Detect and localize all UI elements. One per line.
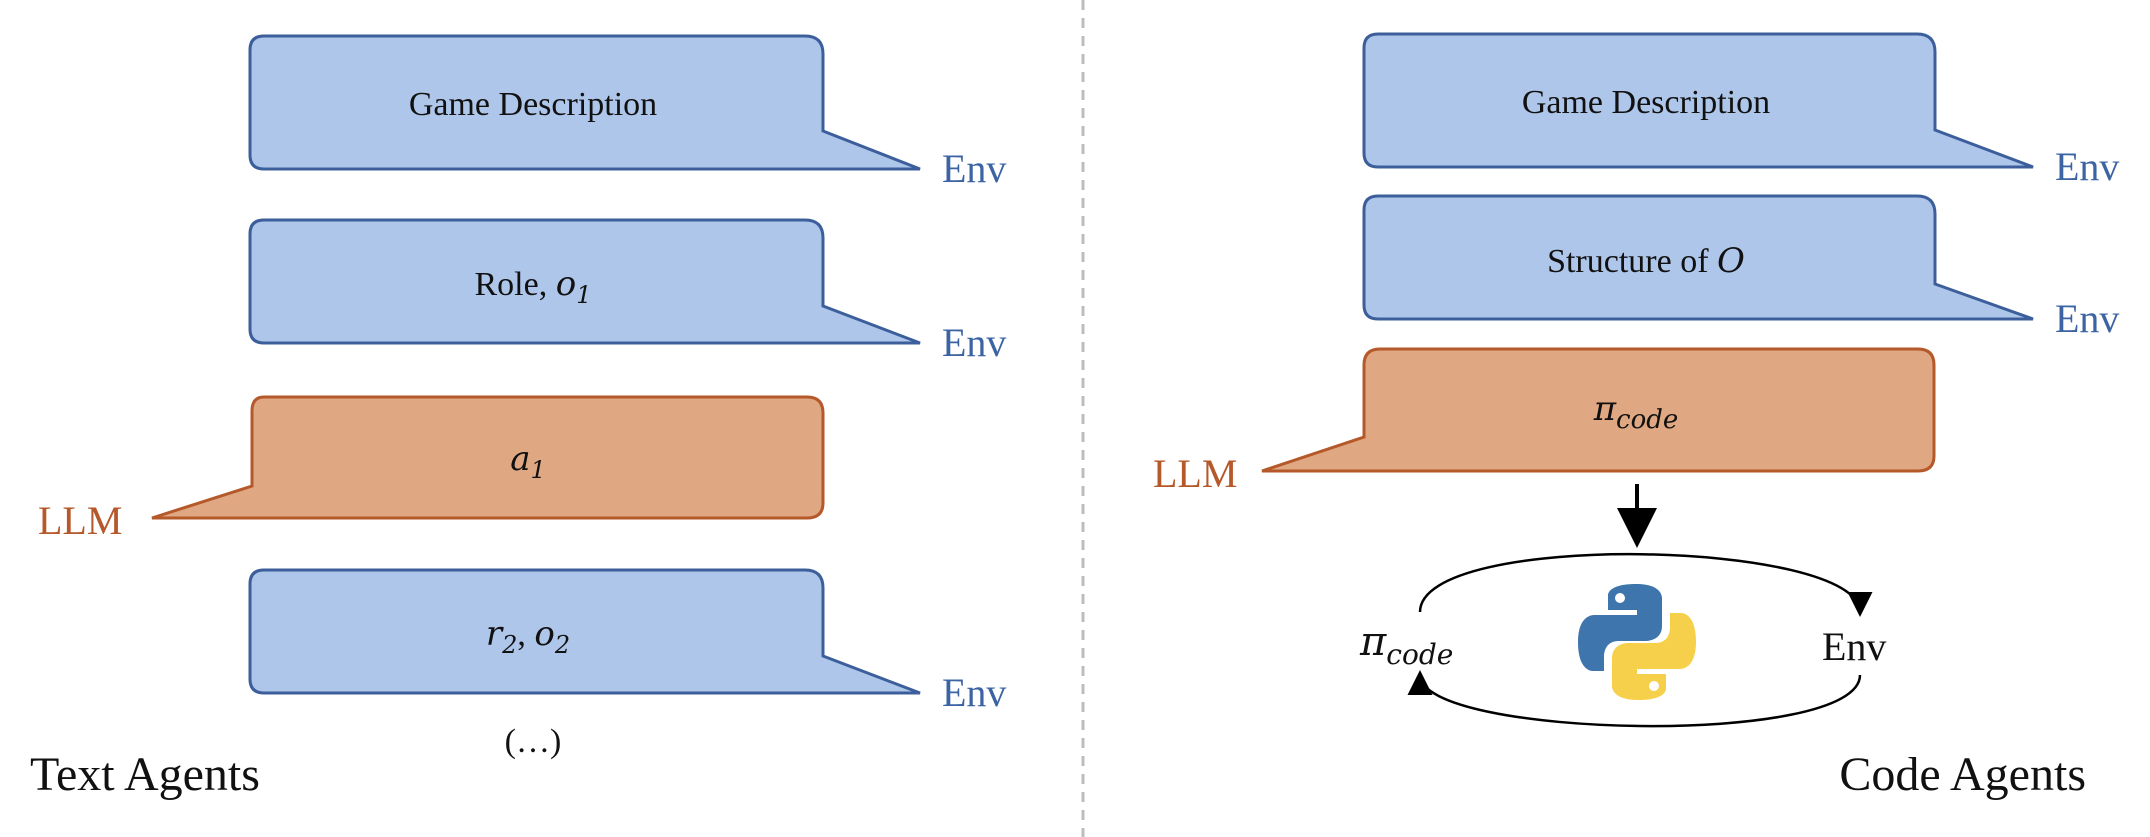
bubble-text: Structure of O bbox=[1547, 241, 1745, 281]
python-logo-eye-bottom bbox=[1649, 681, 1659, 691]
text-agents-message-4: r2, o2 Env bbox=[248, 568, 1006, 715]
loop-pi-code-label: πcode bbox=[1359, 619, 1453, 671]
speaker-label-llm: LLM bbox=[38, 498, 122, 543]
execution-loop: πcode Env bbox=[1359, 552, 1886, 728]
bubble-text: πcode bbox=[1593, 389, 1679, 435]
env-speech-bubble bbox=[248, 568, 921, 695]
env-speech-bubble bbox=[1362, 194, 2034, 321]
bubble-text: a1 bbox=[510, 439, 546, 484]
env-speech-bubble bbox=[248, 218, 921, 345]
speaker-label-env: Env bbox=[942, 320, 1006, 365]
llm-speech-bubble bbox=[151, 395, 825, 520]
speaker-label-env: Env bbox=[942, 146, 1006, 191]
speaker-label-env: Env bbox=[942, 670, 1006, 715]
code-agents-message-3: πcode LLM bbox=[1153, 347, 1936, 496]
text-agents-message-3: a1 LLM bbox=[38, 395, 825, 543]
python-logo-eye-top bbox=[1615, 593, 1625, 603]
bubble-text: r2, o2 bbox=[486, 614, 570, 659]
loop-arrow-top bbox=[1418, 552, 1873, 617]
python-logo-yellow-half bbox=[1611, 612, 1696, 700]
speaker-label-env: Env bbox=[2055, 144, 2119, 189]
loop-env-label: Env bbox=[1822, 624, 1886, 669]
code-agents-message-2: Structure of O Env bbox=[1362, 194, 2119, 341]
code-agents-message-1: Game Description Env bbox=[1362, 32, 2119, 189]
bubble-text: Game Description bbox=[409, 86, 657, 123]
python-logo-blue-half bbox=[1578, 584, 1663, 672]
code-agents-panel: Game Description Env Structure of O Env … bbox=[1153, 32, 2119, 801]
text-agents-title: Text Agents bbox=[30, 748, 260, 801]
bubble-text: Role, o1 bbox=[475, 264, 592, 309]
env-speech-bubble bbox=[1362, 32, 2034, 169]
speaker-label-env: Env bbox=[2055, 296, 2119, 341]
python-logo-icon bbox=[1578, 584, 1696, 700]
text-agents-panel: Game Description Env Role, o1 Env a1 LLM… bbox=[30, 34, 1006, 801]
bubble-text: Game Description bbox=[1522, 84, 1770, 121]
ellipsis: (…) bbox=[505, 723, 562, 760]
code-agents-title: Code Agents bbox=[1839, 748, 2086, 801]
loop-arrow-bottom bbox=[1407, 670, 1862, 728]
text-agents-message-1: Game Description Env bbox=[248, 34, 1006, 191]
llm-speech-bubble bbox=[1261, 347, 1936, 473]
env-speech-bubble bbox=[248, 34, 921, 171]
text-agents-message-2: Role, o1 Env bbox=[248, 218, 1006, 365]
speaker-label-llm: LLM bbox=[1153, 451, 1237, 496]
